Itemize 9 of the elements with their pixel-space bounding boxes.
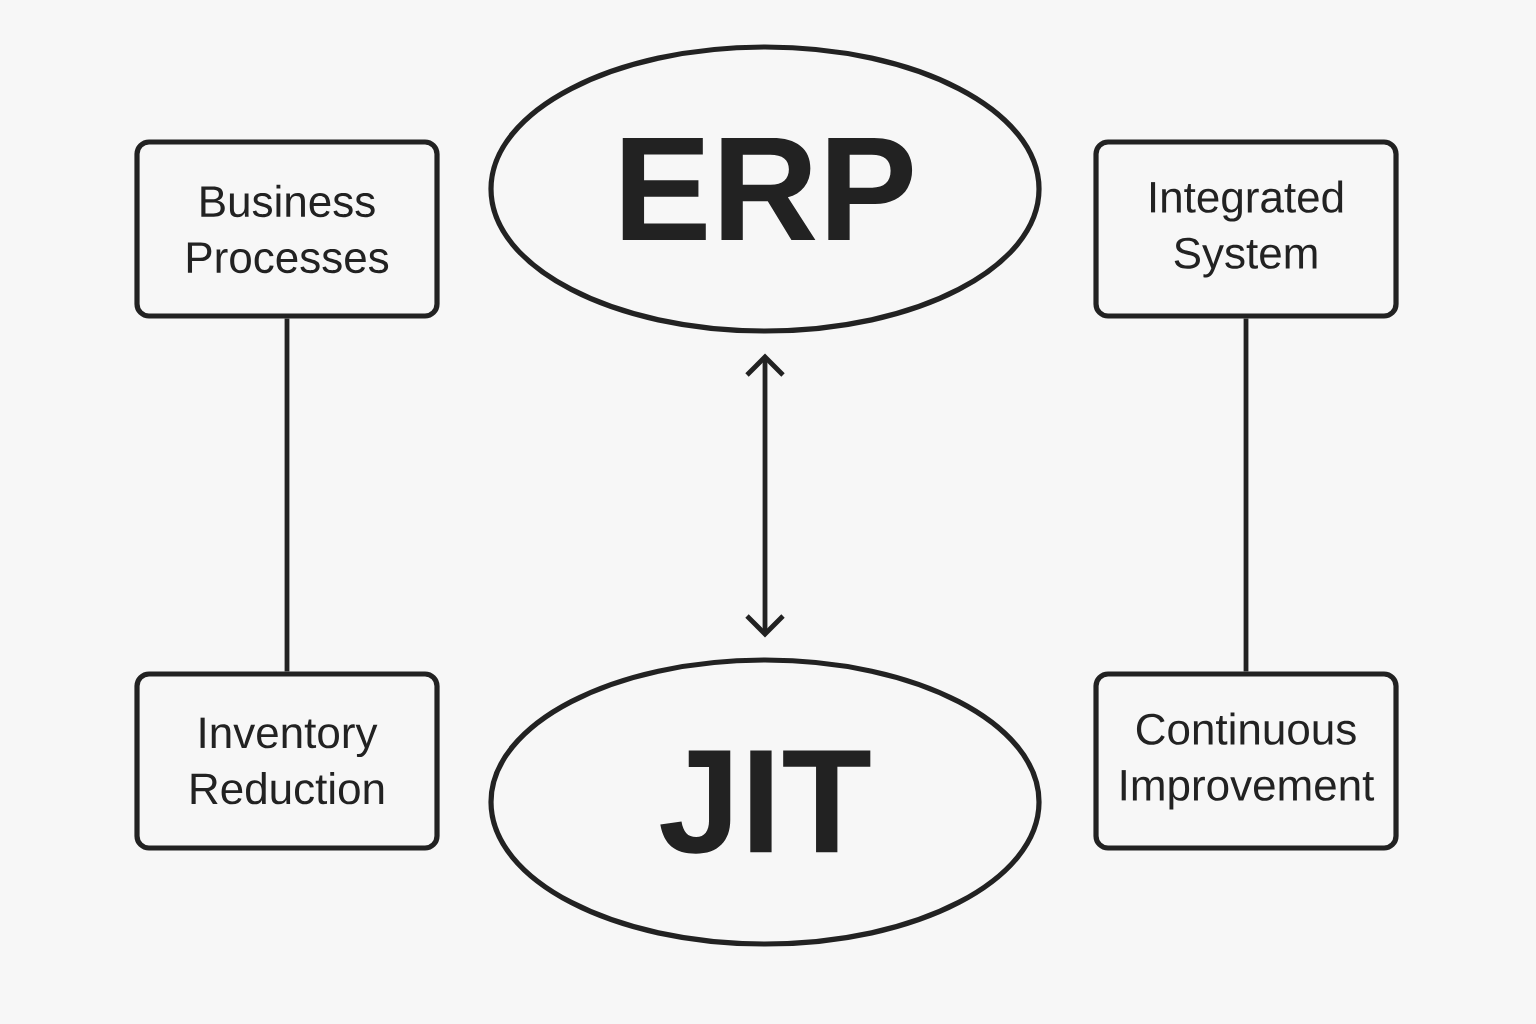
double-arrow <box>745 353 785 638</box>
process-box: Continuous Improvement <box>1093 671 1399 851</box>
connector-line <box>284 318 290 672</box>
process-box: Business Processes <box>134 139 440 319</box>
connector-line <box>1243 318 1249 672</box>
process-box: Integrated System <box>1093 139 1399 319</box>
ellipse-node: ERP <box>488 44 1042 334</box>
ellipse-node: JIT <box>488 657 1042 947</box>
process-box: Inventory Reduction <box>134 671 440 851</box>
